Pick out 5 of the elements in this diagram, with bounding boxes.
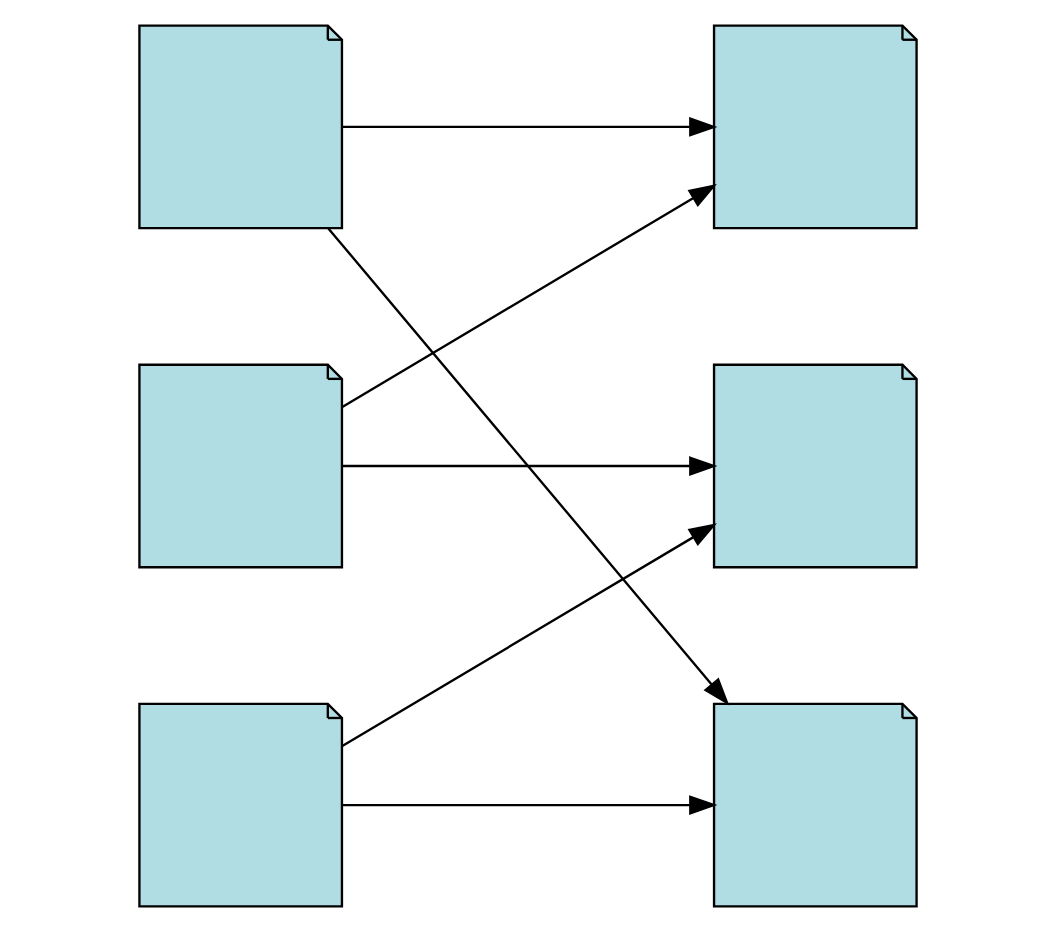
arrow <box>341 456 717 476</box>
arrow <box>340 184 716 408</box>
arrow <box>340 523 716 748</box>
arrow <box>341 116 717 137</box>
arrow <box>341 795 717 816</box>
